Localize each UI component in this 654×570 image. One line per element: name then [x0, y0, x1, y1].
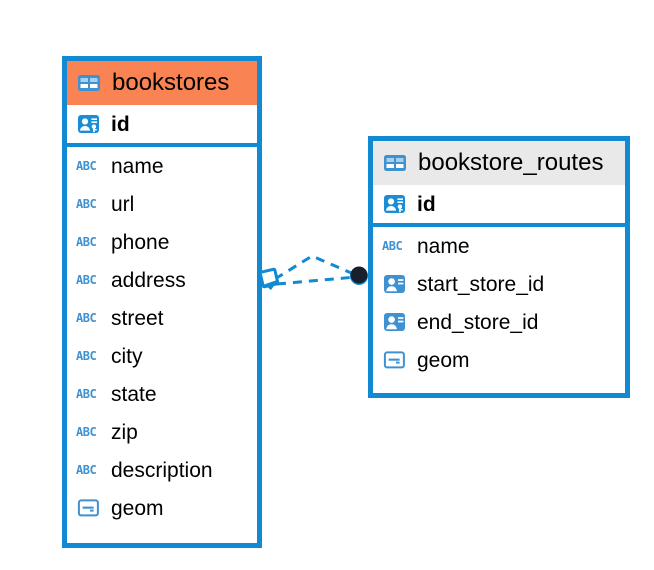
abc-text-icon: ABC — [76, 458, 102, 482]
field-row-bookstores-city[interactable]: ABC city — [67, 337, 257, 375]
abc-text-icon-label: ABC — [76, 311, 97, 325]
abc-text-icon: ABC — [76, 268, 102, 292]
field-name-url: url — [111, 192, 135, 216]
table-icon — [382, 151, 408, 175]
abc-text-icon-label: ABC — [76, 197, 97, 211]
foreign-key-icon — [382, 310, 408, 334]
primary-key-icon — [76, 112, 102, 136]
field-name-description: description — [111, 458, 213, 482]
field-row-bookstores-name[interactable]: ABC name — [67, 147, 257, 185]
field-name-start-store-id: start_store_id — [417, 272, 545, 296]
field-name-state: state — [111, 382, 157, 406]
one-filled-circle-marker — [350, 266, 368, 285]
entity-bookstores-header[interactable]: bookstores — [67, 61, 257, 105]
abc-text-icon-label: ABC — [76, 387, 97, 401]
primary-key-icon — [382, 192, 408, 216]
field-row-bookstores-zip[interactable]: ABC zip — [67, 413, 257, 451]
abc-text-icon: ABC — [76, 344, 102, 368]
field-row-bookstores-url[interactable]: ABC url — [67, 185, 257, 223]
relationship-line-lower — [276, 275, 357, 286]
entity-bookstores-title: bookstores — [112, 69, 230, 96]
field-row-bookstores-id[interactable]: id — [67, 105, 257, 147]
field-row-bookstores-street[interactable]: ABC street — [67, 299, 257, 337]
entity-bookstore-routes[interactable]: bookstore_routes id ABC name — [368, 136, 630, 398]
many-diamond-marker — [258, 267, 280, 290]
geometry-icon — [76, 496, 102, 520]
table-icon — [76, 71, 102, 95]
field-row-routes-geom[interactable]: geom — [373, 341, 625, 379]
field-row-routes-end-store-id[interactable]: end_store_id — [373, 303, 625, 341]
abc-text-icon: ABC — [76, 306, 102, 330]
field-name-phone: phone — [111, 230, 170, 254]
abc-text-icon-label: ABC — [76, 463, 97, 477]
abc-text-icon-label: ABC — [76, 273, 97, 287]
abc-text-icon-label: ABC — [76, 235, 97, 249]
field-name-id: id — [417, 192, 436, 216]
abc-text-icon: ABC — [76, 382, 102, 406]
field-name-name: name — [111, 154, 164, 178]
abc-text-icon: ABC — [76, 154, 102, 178]
field-name-city: city — [111, 344, 143, 368]
abc-text-icon: ABC — [76, 192, 102, 216]
field-name-geom: geom — [417, 348, 470, 372]
geometry-icon — [382, 348, 408, 372]
field-name-end-store-id: end_store_id — [417, 310, 539, 334]
abc-text-icon-label: ABC — [76, 425, 97, 439]
abc-text-icon: ABC — [76, 230, 102, 254]
field-name-id: id — [111, 112, 130, 136]
field-name-geom: geom — [111, 496, 164, 520]
field-row-bookstores-address[interactable]: ABC address — [67, 261, 257, 299]
field-name-name: name — [417, 234, 470, 258]
abc-text-icon: ABC — [76, 420, 102, 444]
field-row-bookstores-state[interactable]: ABC state — [67, 375, 257, 413]
field-row-bookstores-description[interactable]: ABC description — [67, 451, 257, 489]
foreign-key-icon — [382, 272, 408, 296]
abc-text-icon-label: ABC — [382, 239, 403, 253]
field-row-routes-id[interactable]: id — [373, 185, 625, 227]
abc-text-icon-label: ABC — [76, 159, 97, 173]
entity-bookstore-routes-title: bookstore_routes — [418, 149, 604, 176]
relationship-connector[interactable] — [255, 240, 380, 320]
field-row-routes-name[interactable]: ABC name — [373, 227, 625, 265]
field-row-bookstores-phone[interactable]: ABC phone — [67, 223, 257, 261]
field-name-zip: zip — [111, 420, 138, 444]
field-name-street: street — [111, 306, 164, 330]
field-row-routes-start-store-id[interactable]: start_store_id — [373, 265, 625, 303]
field-name-address: address — [111, 268, 186, 292]
entity-bookstores[interactable]: bookstores id ABC name — [62, 56, 262, 548]
entity-bookstore-routes-header[interactable]: bookstore_routes — [373, 141, 625, 185]
abc-text-icon: ABC — [382, 234, 408, 258]
abc-text-icon-label: ABC — [76, 349, 97, 363]
relationship-line-upper — [274, 254, 357, 281]
field-row-bookstores-geom[interactable]: geom — [67, 489, 257, 527]
